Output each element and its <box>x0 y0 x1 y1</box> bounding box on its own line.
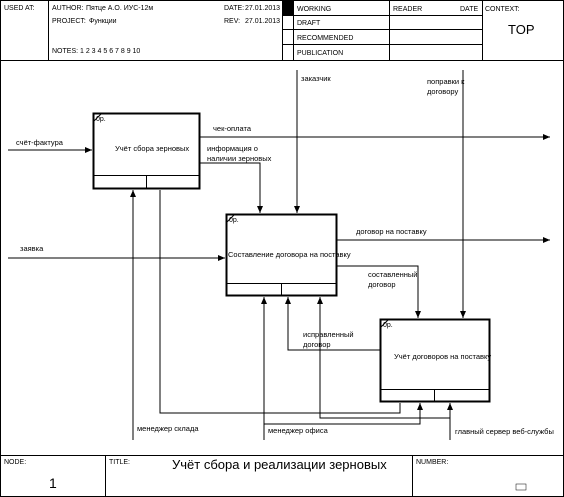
arrow-composed-contract-label-2: договор <box>368 280 396 289</box>
arrow-corrected-contract <box>285 297 380 351</box>
context-label: CONTEXT: <box>485 6 520 13</box>
box-2-corner: 0р. <box>229 217 239 224</box>
rev-value: 27.01.2013 <box>245 18 280 25</box>
date-label: DATE: <box>224 5 244 12</box>
arrow-grain-info-label-1: информация о <box>207 144 258 153</box>
arrow-corrected-contract-label-1: исправленный <box>303 330 354 339</box>
author-value: Пятце А.О. ИУС-12м <box>86 5 153 12</box>
date-value: 27.01.2013 <box>245 5 280 12</box>
box-1-label: Учёт сбора зерновых <box>115 144 189 153</box>
box-1-corner: 0р. <box>96 116 106 123</box>
arrow-warehouse-manager-label: менеджер склада <box>137 424 199 433</box>
arrow-web-server-branch <box>317 297 450 419</box>
arrow-corrected-contract-label-2: договор <box>303 340 331 349</box>
box-3-label: Учёт договоров на поставку <box>394 352 491 361</box>
notes-value: 1 2 3 4 5 6 7 8 9 10 <box>80 48 140 55</box>
arrow-grain-info-label-2: наличии зерновых <box>207 154 272 163</box>
activity-box-2[interactable]: 0р. Составление договора на поставку <box>225 213 351 297</box>
arrow-invoice-label: счёт-фактура <box>16 138 64 147</box>
arrow-supply-contract-label: договор на поставку <box>356 227 427 236</box>
notes-label: NOTES: <box>52 48 78 55</box>
diagram-title: Учёт сбора и реализации зерновых <box>172 457 387 472</box>
arrow-composed-contract <box>337 265 421 318</box>
author-label: AUTHOR: <box>52 5 84 12</box>
arrow-warehouse-manager-branch <box>159 190 401 414</box>
arrow-web-server-label: главный сервер веб-службы <box>455 427 554 436</box>
arrow-composed-contract-label-1: составленный <box>368 270 418 279</box>
header-block: USED AT: AUTHOR: Пятце А.О. ИУС-12м PROJ… <box>0 0 564 61</box>
footer-block: NODE: 1 TITLE: Учёт сбора и реализации з… <box>0 455 564 497</box>
arrow-customer-label: заказчик <box>301 74 331 83</box>
number-label: NUMBER: <box>416 459 448 466</box>
status-publication: PUBLICATION <box>297 50 343 57</box>
status-working: WORKING <box>297 6 331 13</box>
status-draft: DRAFT <box>297 20 321 27</box>
rev-label: REV: <box>224 18 240 25</box>
arrow-receipt-label: чек-оплата <box>213 124 252 133</box>
reader-label: READER <box>393 6 422 13</box>
arrow-amendments-label-1: поправки к <box>427 77 465 86</box>
arrow-office-manager-branch <box>264 403 423 425</box>
activity-box-3[interactable]: 0р. Учёт договоров на поставку <box>379 318 491 403</box>
box-2-label: Составление договора на поставку <box>228 250 351 259</box>
node-value: 1 <box>49 475 57 491</box>
status-recommended: RECOMMENDED <box>297 35 353 42</box>
box-3-corner: 0р. <box>383 322 393 329</box>
page-marker <box>515 483 527 491</box>
activity-box-1[interactable]: 0р. Учёт сбора зерновых <box>92 112 201 190</box>
arrow-request-label: заявка <box>20 244 44 253</box>
arrow-office-manager-label: менеджер офиса <box>268 426 329 435</box>
reader-date-label: DATE <box>460 6 478 13</box>
title-label: TITLE: <box>109 459 130 466</box>
node-label: NODE: <box>4 459 26 466</box>
working-marker <box>283 1 293 15</box>
used-at-label: USED AT: <box>4 5 35 12</box>
project-value: Функции <box>89 18 117 25</box>
arrow-grain-info <box>200 162 263 213</box>
project-label: PROJECT: <box>52 18 86 25</box>
context-value: TOP <box>508 22 535 37</box>
arrow-amendments-label-2: договору <box>427 87 458 96</box>
